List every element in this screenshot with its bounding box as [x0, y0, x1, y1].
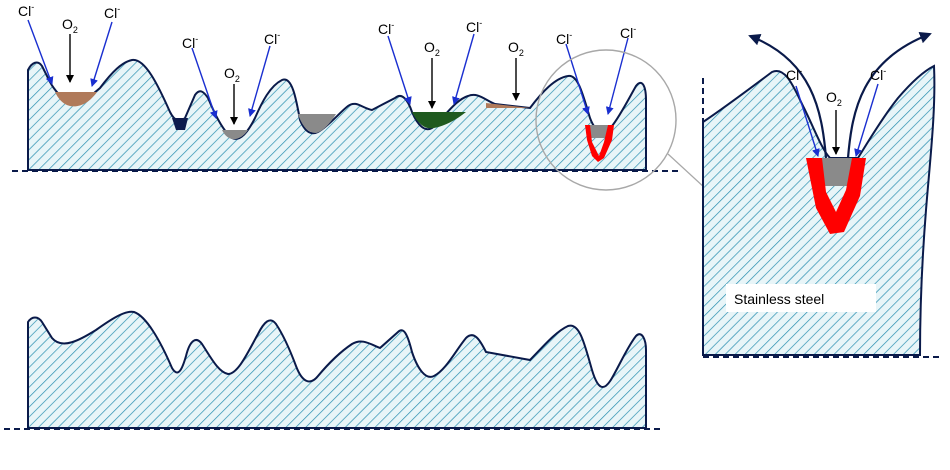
zoom-pit-red: [806, 158, 866, 234]
curved-escape-arrow-icon: [748, 34, 828, 159]
curved-escape-arrow-icon: [846, 31, 932, 159]
label-oxygen: O2: [424, 39, 440, 58]
top-steel-profile: [27, 58, 647, 171]
label-chloride: Cl-: [182, 34, 198, 51]
top-labels: Cl- O2 Cl- Cl- O2 Cl- Cl- O2 Cl- O2 Cl- …: [18, 2, 636, 84]
label-chloride: Cl-: [18, 2, 34, 19]
top-surface-panel: [12, 58, 680, 172]
label-chloride: Cl-: [870, 66, 886, 83]
zoom-arrows: [748, 31, 932, 159]
label-chloride: Cl-: [466, 18, 482, 35]
deposit-grey-2: [298, 114, 336, 133]
deposit-brown-1: [55, 92, 97, 107]
top-arrows: [27, 19, 629, 125]
label-oxygen: O2: [224, 65, 240, 84]
deposit-grey-1: [222, 130, 248, 140]
bottom-steel-profile: [27, 310, 647, 429]
label-chloride: Cl-: [786, 66, 802, 83]
deposit-navy: [172, 118, 188, 130]
zoom-panel: Stainless steel: [702, 64, 942, 358]
top-pit-grey: [586, 125, 612, 138]
label-oxygen: O2: [826, 89, 842, 108]
label-chloride: Cl-: [264, 30, 280, 47]
material-label: Stainless steel: [734, 291, 824, 307]
top-pit-red: [585, 125, 614, 162]
label-chloride: Cl-: [620, 24, 636, 41]
material-label-bg: [726, 284, 876, 312]
label-chloride: Cl-: [378, 20, 394, 37]
label-chloride: Cl-: [104, 4, 120, 21]
bottom-surface-panel: [4, 310, 660, 430]
deposit-brown-2: [486, 103, 530, 108]
zoom-labels: Cl- O2 Cl-: [786, 66, 886, 108]
label-oxygen: O2: [508, 39, 524, 58]
label-oxygen: O2: [62, 16, 78, 35]
label-chloride: Cl-: [556, 30, 572, 47]
deposit-green: [366, 112, 466, 129]
